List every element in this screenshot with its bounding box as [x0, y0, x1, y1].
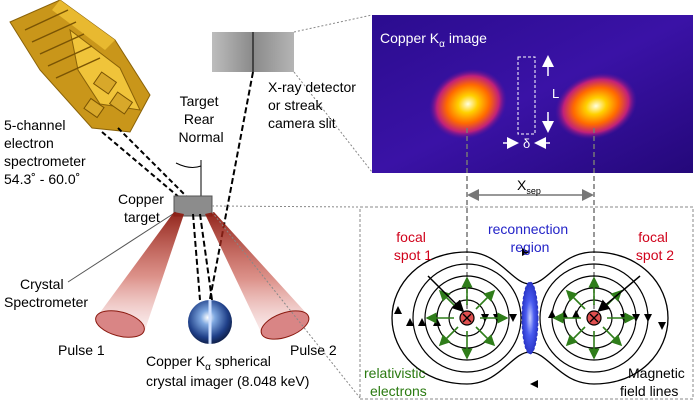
- pulse1-beam: [96, 212, 184, 330]
- length-label: L: [552, 86, 559, 101]
- kalpha-image-panel: L δ Copper Kα image: [372, 15, 693, 173]
- kalpha-spot-2: [555, 72, 637, 140]
- imager-label: Copper Kα spherical crystal imager (8.04…: [146, 353, 309, 389]
- connector-top: [293, 14, 373, 33]
- copper-target-label: Copper target: [118, 191, 168, 225]
- detector-line: [208, 71, 254, 305]
- detector-label: X-ray detector or streak camera slit: [268, 79, 360, 131]
- focal-spot-2-pointer: [597, 275, 641, 312]
- focal-spot-1-marker: [459, 310, 475, 326]
- relativistic-label: relativistic electrons: [364, 365, 429, 399]
- connector-target-top: [211, 205, 361, 208]
- reconnection-region: [521, 281, 539, 355]
- spectrometer-line-1: [117, 127, 187, 197]
- copper-target: [173, 195, 213, 217]
- normal-angle-arc: [175, 162, 202, 168]
- connector-mid: [293, 71, 373, 173]
- field-circle-1a: [412, 263, 522, 373]
- imager-line-1: [192, 213, 201, 301]
- field-schematic: [359, 206, 694, 400]
- pulse2-ellipse: [260, 310, 310, 340]
- target-normal-label: Target Rear Normal: [178, 93, 223, 145]
- xsep-label: Xsep: [517, 177, 541, 196]
- focal-spot-1-label: focal spot 1: [394, 229, 432, 263]
- reconnection-label: reconnection region: [488, 221, 572, 255]
- focal-spot-2-label: focal spot 2: [636, 229, 674, 263]
- crystal-spectrometer-label: Crystal Spectrometer: [4, 276, 88, 310]
- slit-box: [517, 56, 536, 135]
- spectrometer-label: 5-channel electron spectrometer 54.3˚ - …: [4, 117, 90, 187]
- crystal-spectrometer-line: [67, 211, 177, 283]
- delta-label: δ: [523, 136, 530, 151]
- schematic-border: [359, 206, 694, 400]
- field-circle-1b: [424, 275, 510, 361]
- pulse1-label: Pulse 1: [58, 342, 105, 358]
- pulse2-label: Pulse 2: [290, 342, 337, 358]
- pulse2-beam: [205, 212, 307, 334]
- imager-line-2: [199, 213, 213, 301]
- spectrometer-line-2: [101, 131, 181, 199]
- kalpha-image-title: Copper Kα image: [380, 30, 487, 50]
- pulse1-ellipse: [95, 310, 145, 338]
- focal-spot-2-marker: [586, 310, 602, 326]
- outer-field-line: [391, 251, 669, 385]
- magnetic-label: Magnetic field lines: [620, 365, 689, 399]
- electron-spectrometer: [9, 0, 151, 133]
- kalpha-image-background: [372, 15, 693, 173]
- kalpha-spot-1: [429, 68, 507, 140]
- focal-spot-1-pointer: [427, 275, 465, 313]
